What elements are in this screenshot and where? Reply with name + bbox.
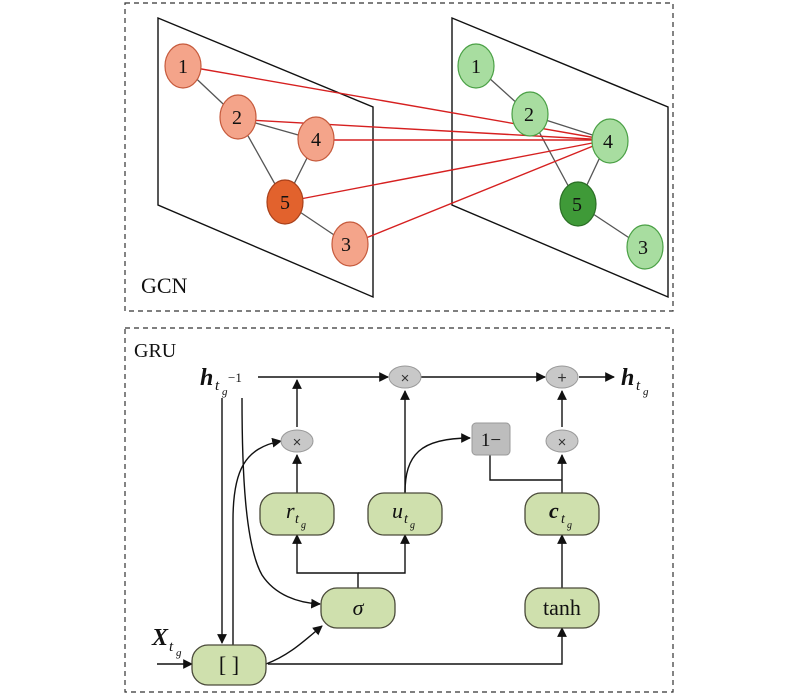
candidate-box: c t g — [524, 492, 600, 536]
left-node-3-label: 3 — [341, 234, 351, 256]
plus-symbol: + — [557, 370, 566, 387]
right-graph-plane — [451, 16, 669, 299]
h-prev-label: h t g −1 — [200, 365, 242, 398]
right-node-4-label: 4 — [603, 131, 613, 153]
left-node-5: 5 — [266, 179, 304, 225]
concat-box: [ ] — [191, 644, 267, 686]
left-node-5-label: 5 — [280, 192, 290, 214]
left-node-1-label: 1 — [178, 56, 188, 78]
left-node-4-label: 4 — [311, 129, 321, 151]
left-node-4: 4 — [297, 116, 335, 162]
right-node-1-label: 1 — [471, 56, 481, 78]
right-node-4: 4 — [591, 118, 629, 164]
reset-gate-subsub: g — [301, 520, 306, 531]
right-node-5: 5 — [559, 181, 597, 227]
top-multiply-symbol: × — [401, 370, 410, 387]
candidate-subsub: g — [567, 520, 572, 531]
gru-connections — [157, 372, 615, 669]
gcn-panel-label: GCN — [141, 273, 188, 298]
x-input-subsub: g — [176, 647, 182, 659]
left-node-2-label: 2 — [232, 107, 242, 129]
sigma-box: σ — [320, 587, 396, 629]
top-multiply-op: × — [388, 365, 422, 389]
x-input-label: X t g — [151, 625, 182, 659]
one-minus-op: 1− — [471, 422, 511, 456]
gru-panel-frame — [124, 327, 674, 693]
h-prev-base: h — [200, 365, 213, 391]
right-node-2-label: 2 — [524, 104, 534, 126]
one-minus-symbol: 1− — [481, 430, 501, 451]
candidate-multiply-op: × — [545, 429, 579, 453]
reset-multiply-op: × — [280, 429, 314, 453]
gcn-cross-edges — [189, 66, 609, 243]
left-graph-plane — [157, 16, 374, 299]
tanh-label: tanh — [543, 595, 581, 620]
left-node-1: 1 — [164, 43, 202, 89]
h-out-base: h — [621, 365, 634, 391]
right-node-3: 3 — [626, 224, 664, 270]
candidate-base: c — [549, 498, 559, 523]
update-gate-box: u t g — [367, 492, 443, 536]
reset-gate-base: r — [286, 498, 295, 523]
concat-label: [ ] — [219, 652, 239, 677]
h-prev-subsub: g — [222, 386, 228, 398]
x-input-base: X — [151, 625, 169, 651]
x-input-sub: t — [169, 639, 174, 655]
plus-op: + — [545, 365, 579, 389]
h-out-label: h t g — [621, 365, 649, 398]
update-gate-subsub: g — [410, 520, 415, 531]
right-node-1: 1 — [457, 43, 495, 89]
h-out-sub: t — [636, 378, 641, 394]
reset-multiply-symbol: × — [293, 434, 302, 451]
left-node-3: 3 — [331, 221, 369, 267]
right-node-3-label: 3 — [638, 237, 648, 259]
h-out-subsub: g — [643, 386, 649, 398]
reset-gate-sub: t — [295, 512, 300, 527]
sigma-symbol: σ — [353, 595, 365, 620]
update-gate-base: u — [392, 498, 403, 523]
right-node-5-label: 5 — [572, 194, 582, 216]
update-gate-sub: t — [404, 512, 409, 527]
candidate-multiply-symbol: × — [558, 434, 567, 451]
reset-gate-box: r t g — [259, 492, 335, 536]
right-node-2: 2 — [511, 91, 549, 137]
h-prev-sub: t — [215, 378, 220, 394]
h-prev-suffix: −1 — [228, 370, 242, 385]
gru-panel-label: GRU — [134, 340, 177, 362]
gcn-panel-frame — [124, 2, 674, 312]
candidate-sub: t — [561, 512, 566, 527]
left-node-2: 2 — [219, 94, 257, 140]
tanh-box: tanh — [524, 587, 600, 629]
